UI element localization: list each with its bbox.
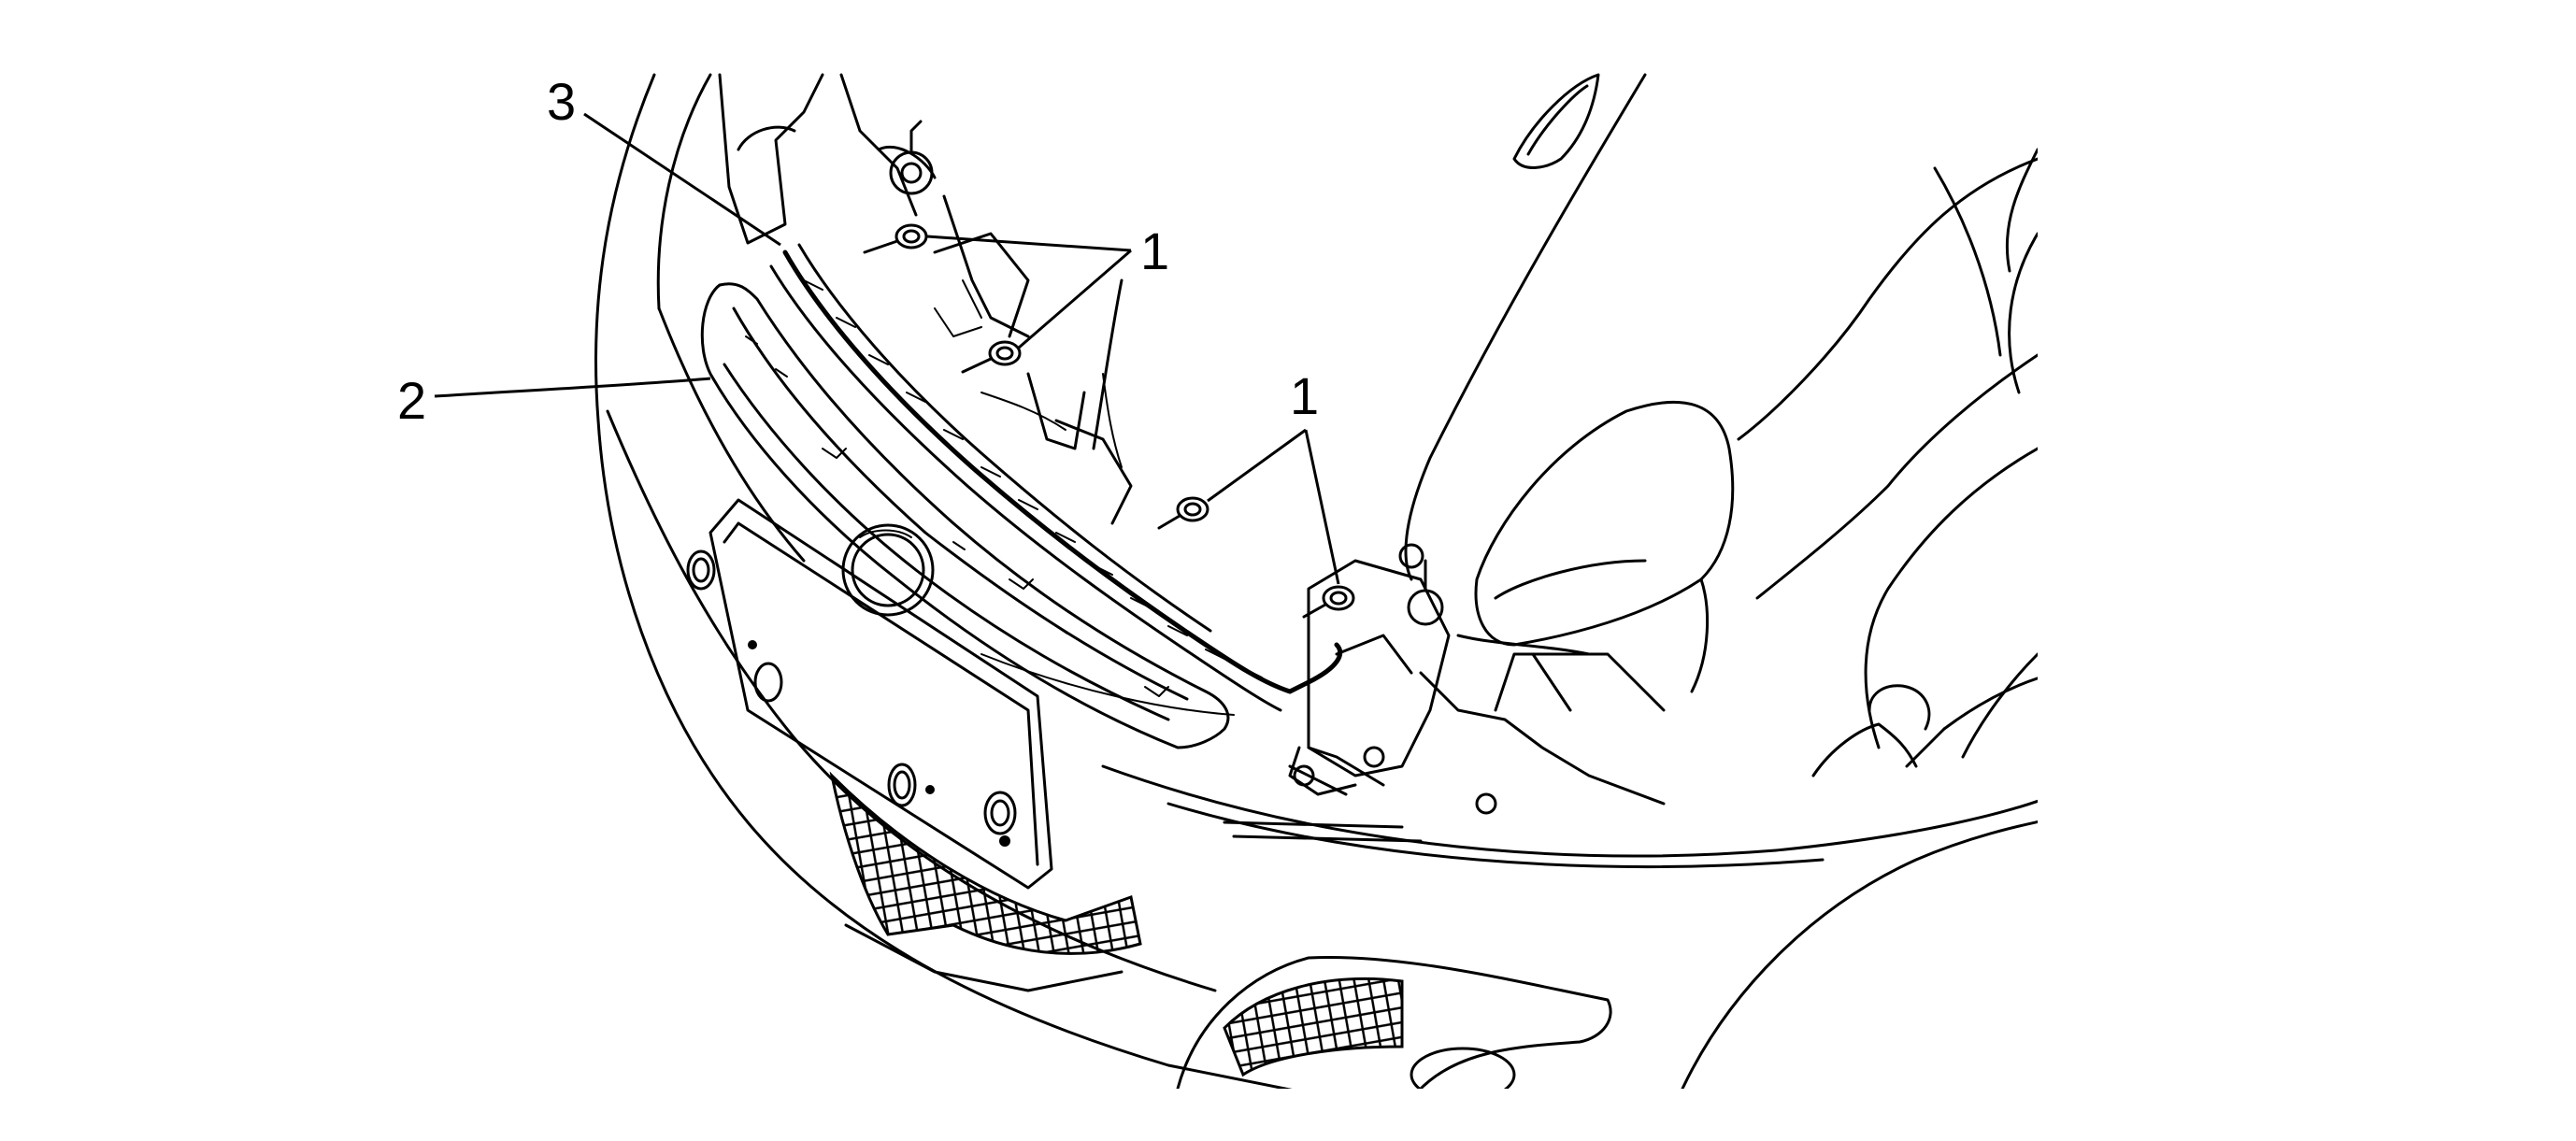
callout-2-label: 2 (397, 371, 426, 430)
callout-2: 2 (397, 371, 711, 430)
fascia-side-bracket (1811, 677, 2038, 777)
fastener-lower-1 (1157, 496, 1209, 530)
callout-3: 3 (547, 72, 781, 247)
headlamp (1474, 400, 1735, 693)
fastener-upper-1 (863, 223, 928, 254)
hood-and-fender (1404, 73, 2038, 759)
callout-1-lower: 1 (1207, 366, 1340, 585)
callout-3-label: 3 (547, 72, 576, 131)
callout-1-upper-label: 1 (1140, 221, 1169, 280)
fastener-upper-2 (961, 340, 1022, 374)
front-bumper-fascia (594, 73, 2038, 1089)
callout-1-upper: 1 (926, 221, 1169, 349)
grille-fasteners (863, 223, 1355, 619)
grille-reinforcement (769, 243, 1343, 712)
hood-vent (1512, 73, 1600, 169)
lower-grille-mesh (829, 771, 1142, 992)
fog-lamp-opening (1176, 955, 1612, 1089)
callout-1-lower-label: 1 (1290, 366, 1319, 425)
front-grille (700, 282, 1230, 749)
fastener-lower-2 (1302, 585, 1355, 619)
license-plate-bracket (686, 498, 1053, 890)
radiator-support (718, 73, 1666, 815)
